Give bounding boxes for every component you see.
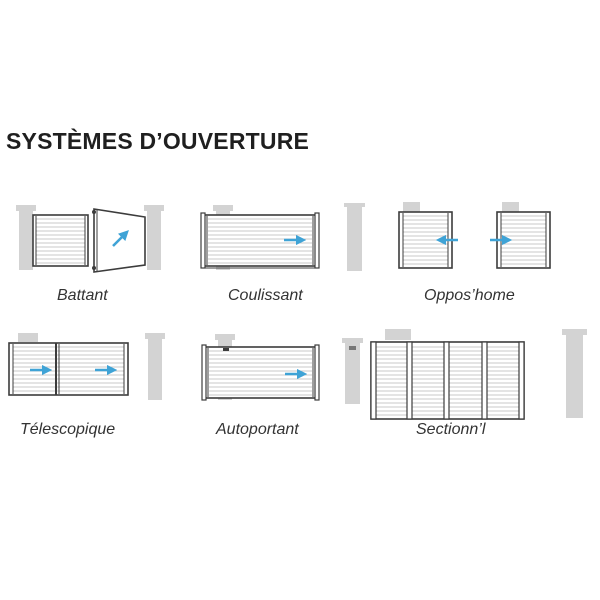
post-cap: [385, 329, 411, 340]
coulissant-illustration: [200, 203, 365, 271]
gate-slats: [208, 218, 312, 264]
post: [145, 333, 165, 400]
gate-slats: [501, 215, 546, 265]
cantilever-gate-panel: [201, 344, 320, 401]
label-telescopique: Télescopique: [20, 421, 115, 438]
label-opposhome: Oppos’home: [424, 287, 515, 304]
post-cap: [18, 333, 38, 342]
post: [342, 338, 363, 404]
gate-slats: [209, 350, 312, 396]
gate-slats: [36, 218, 85, 264]
post: [562, 329, 587, 418]
section-title: SYSTÈMES D’OUVERTURE: [6, 128, 310, 154]
sliding-gate-panel: [200, 212, 320, 269]
gate-leaf-closed: [32, 214, 89, 267]
battant-illustration: [16, 205, 164, 273]
label-sectionnel: Sectionn’l: [416, 421, 486, 438]
telescopique-illustration: [8, 333, 165, 400]
label-coulissant: Coulissant: [228, 287, 303, 304]
post: [144, 205, 164, 270]
open-direction-arrow: [112, 230, 129, 247]
autoportant-illustration: [201, 334, 363, 404]
opposhome-illustration: [398, 202, 551, 269]
label-autoportant: Autoportant: [215, 421, 299, 438]
post: [344, 203, 365, 271]
sectionnel-illustration: [370, 329, 587, 420]
post-cap: [502, 202, 519, 212]
label-battant: Battant: [57, 287, 108, 304]
post-cap: [403, 202, 420, 212]
sectional-gate-panel: [370, 341, 525, 420]
latch-icon: [349, 346, 356, 350]
section-dividers: [370, 341, 525, 420]
post: [16, 205, 36, 270]
